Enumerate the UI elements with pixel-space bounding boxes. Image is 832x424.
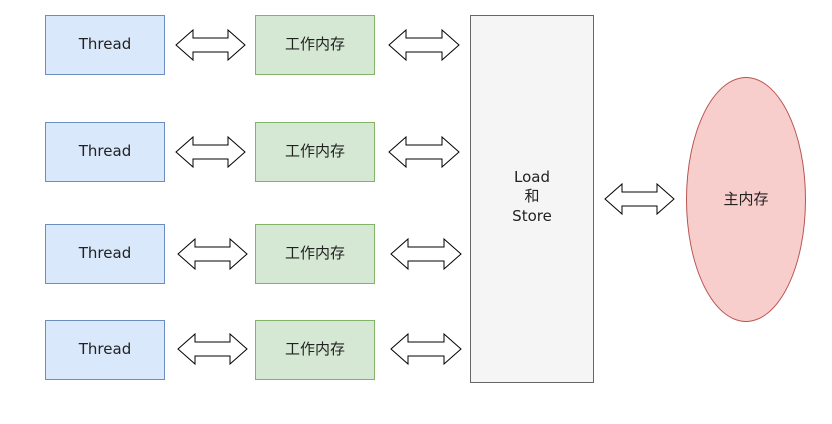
thread-label-1: Thread	[78, 35, 132, 54]
working-memory-box-1: 工作内存	[255, 15, 375, 75]
main-memory-ellipse: 主内存	[686, 77, 806, 322]
thread-box-4: Thread	[45, 320, 165, 380]
double-arrow-loadstore-main	[604, 182, 675, 216]
thread-label-2: Thread	[78, 142, 132, 161]
working-memory-label-2: 工作内存	[284, 142, 345, 161]
working-memory-label-3: 工作内存	[284, 244, 345, 263]
double-arrow-thread-work-2	[175, 135, 246, 169]
load-store-box: Load 和 Store	[470, 15, 594, 383]
double-arrow-work-loadstore-3	[390, 237, 462, 271]
double-arrow-work-loadstore-4	[390, 332, 462, 366]
working-memory-box-4: 工作内存	[255, 320, 375, 380]
working-memory-label-4: 工作内存	[284, 340, 345, 359]
thread-box-1: Thread	[45, 15, 165, 75]
thread-label-4: Thread	[78, 340, 132, 359]
double-arrow-thread-work-1	[175, 28, 246, 62]
load-store-line-2: 和	[524, 187, 540, 206]
double-arrow-work-loadstore-2	[388, 135, 460, 169]
double-arrow-work-loadstore-1	[388, 28, 460, 62]
double-arrow-thread-work-4	[177, 332, 248, 366]
thread-label-3: Thread	[78, 244, 132, 263]
main-memory-label: 主内存	[723, 189, 769, 208]
thread-box-3: Thread	[45, 224, 165, 284]
working-memory-label-1: 工作内存	[284, 35, 345, 54]
load-store-line-3: Store	[512, 206, 552, 225]
working-memory-box-2: 工作内存	[255, 122, 375, 182]
load-store-line-1: Load	[514, 167, 550, 186]
double-arrow-thread-work-3	[177, 237, 248, 271]
working-memory-box-3: 工作内存	[255, 224, 375, 284]
thread-box-2: Thread	[45, 122, 165, 182]
